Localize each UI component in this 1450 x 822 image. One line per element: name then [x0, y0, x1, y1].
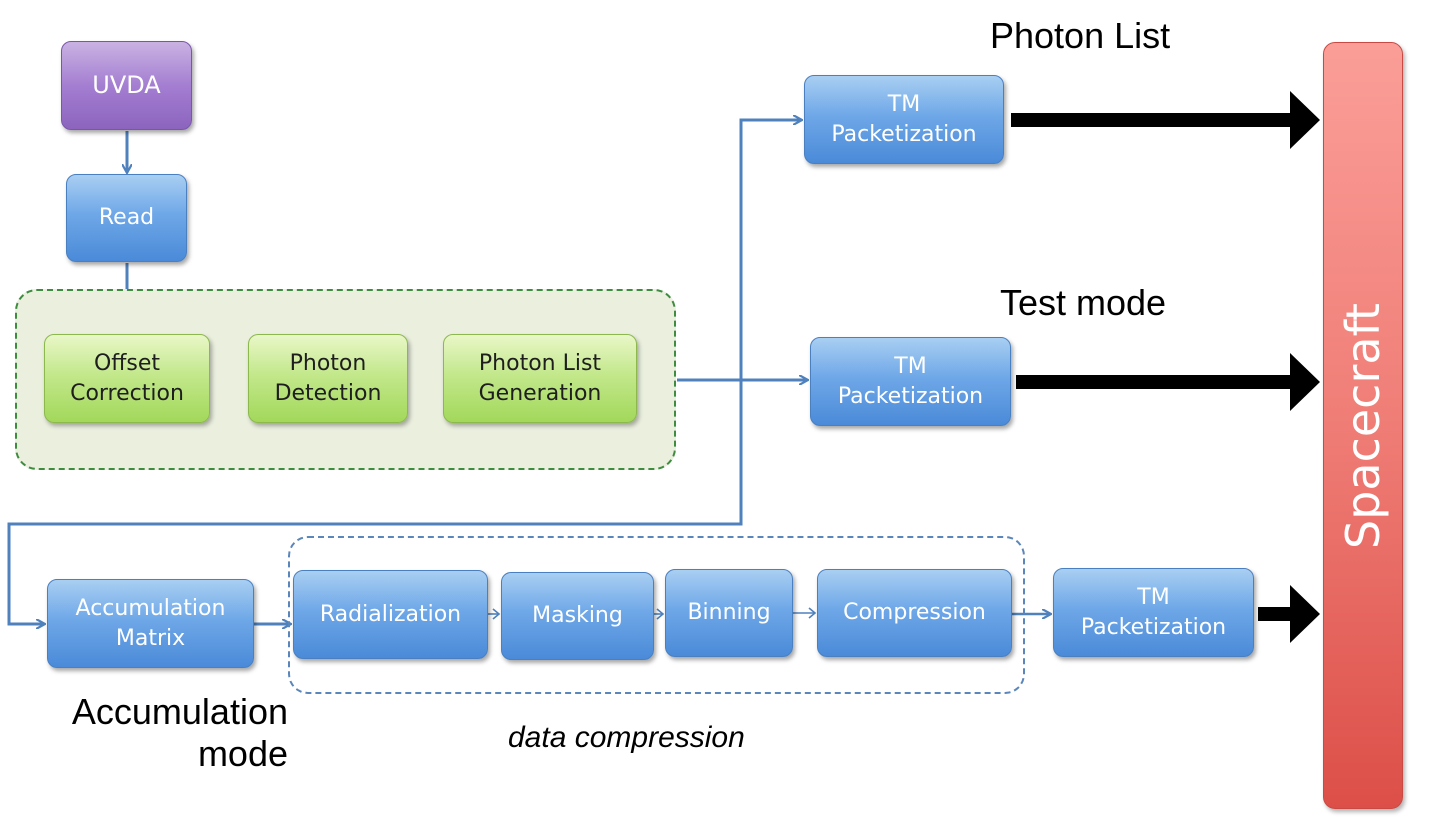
data-compression-group — [288, 536, 1025, 694]
photon-list-generation-node: Photon List Generation — [443, 334, 637, 423]
spacecraft-label: Spacecraft — [1336, 302, 1390, 549]
spacecraft-node: Spacecraft — [1323, 42, 1403, 809]
arrow-to-photon-tm — [739, 120, 801, 380]
tm-packetization-accum-node: TM Packetization — [1053, 568, 1254, 657]
photon-list-label: Photon List — [990, 15, 1171, 56]
accumulation-mode-label: Accumulation mode — [71, 691, 288, 775]
output-arrow-photon-list — [1290, 91, 1320, 149]
tm-packetization-test-node: TM Packetization — [810, 337, 1011, 426]
uvda-node: UVDA — [61, 41, 192, 130]
output-arrow-test-mode — [1290, 353, 1320, 411]
masking-node: Masking — [501, 572, 654, 660]
offset-correction-node: Offset Correction — [44, 334, 210, 423]
test-mode-label: Test mode — [1000, 282, 1167, 323]
accumulation-matrix-node: Accumulation Matrix — [47, 579, 254, 668]
radialization-node: Radialization — [293, 570, 488, 659]
compression-node: Compression — [817, 569, 1012, 657]
output-arrow-accumulation — [1290, 585, 1320, 643]
binning-node: Binning — [665, 569, 793, 657]
photon-detection-node: Photon Detection — [248, 334, 408, 423]
data-compression-label: data compression — [508, 721, 745, 754]
tm-packetization-photon-node: TM Packetization — [804, 75, 1004, 164]
read-node: Read — [66, 174, 187, 262]
arrow-to-accumulation — [7, 380, 743, 624]
